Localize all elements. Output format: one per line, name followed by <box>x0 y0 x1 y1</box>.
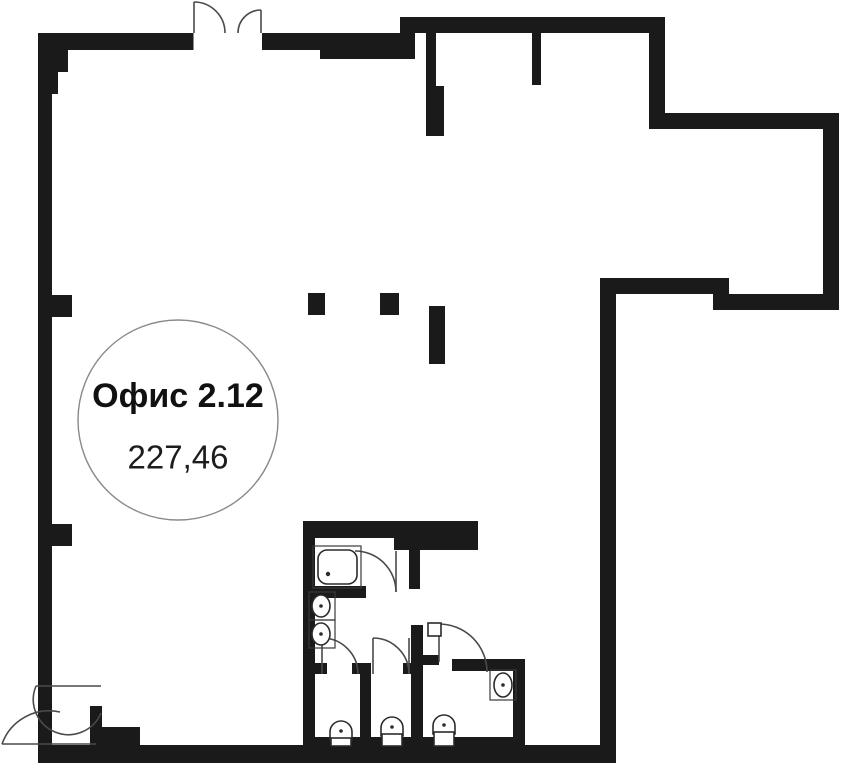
pier-left-lower <box>38 524 72 546</box>
washroom-wall-top-thick <box>394 521 409 550</box>
shower-tray-outline <box>312 545 362 589</box>
exterior-walls <box>38 17 839 763</box>
stall-divider-right-head <box>403 663 422 674</box>
accessible-wc-wall-top <box>452 659 525 671</box>
partition-stub-thick-lower <box>426 86 444 136</box>
wall-top-upper-band-right <box>400 17 665 33</box>
toilet-accessible-tank <box>433 731 455 747</box>
wall-top-far-right <box>649 113 839 129</box>
stall-divider-left-vertical <box>360 674 371 745</box>
column-middle <box>380 293 399 315</box>
wall-right-main <box>600 278 616 750</box>
unit-label-badge: Офис 2.12 227,46 <box>77 319 279 521</box>
wall-top-left <box>38 33 193 50</box>
exterior-door-bottom-upper-arc <box>32 685 102 736</box>
exterior-door-bottom-lower-arc <box>1 709 61 745</box>
entrance-door-top-left-arc <box>193 1 226 34</box>
left-wall-piers <box>38 295 72 546</box>
washbasin-upper-drain-icon <box>319 604 323 608</box>
unit-label: Офис 2.12 <box>92 377 264 415</box>
shower-room-door-arc <box>354 550 397 593</box>
washbasin-lower-drain-icon <box>319 632 323 636</box>
toilet-middle-tank <box>381 733 403 747</box>
toilet-middle-flush-icon <box>390 725 394 729</box>
wall-right-upper-jog <box>649 17 665 129</box>
washroom-spine-vertical <box>409 521 420 589</box>
unit-badge-circle <box>77 319 279 521</box>
wall-notch-bottom <box>713 294 839 310</box>
stall-divider-right-vertical <box>411 674 422 745</box>
wall-corner-step-top-left-a <box>38 50 68 72</box>
wall-corner-step-bottom-left <box>90 727 140 749</box>
wall-step-to-main-right <box>600 278 729 294</box>
toilet-left-tank <box>330 737 352 747</box>
accessible-wc-door-jamb <box>427 622 442 637</box>
entrance-door-top-right-arc <box>237 9 262 34</box>
wall-bottom <box>38 745 616 763</box>
entrance-doors-top <box>193 1 262 34</box>
top-wall-partition-stubs <box>426 33 541 136</box>
toilet-left-flush-icon <box>339 729 343 733</box>
exterior-doors-bottom-left <box>1 685 102 745</box>
wall-top-between-doors <box>193 33 194 50</box>
pier-left-upper <box>38 295 72 317</box>
unit-area: 227,46 <box>128 439 229 476</box>
accessible-wc-wall-right <box>513 659 525 745</box>
shower-tray <box>317 549 358 585</box>
washbasin-lower-counter <box>308 619 336 649</box>
stall-divider-left <box>303 663 327 674</box>
toilet-accessible-flush-icon <box>442 723 446 727</box>
wall-top-mid-step-lower <box>348 33 368 59</box>
shower-drain-icon <box>325 571 331 577</box>
column-right <box>429 306 445 364</box>
stall-divider-left-head <box>352 663 371 674</box>
stall-plinth-right <box>422 737 514 746</box>
wall-far-right <box>823 113 839 310</box>
wall-corner-step-top-left-b <box>38 72 58 94</box>
partition-stub-thin <box>532 33 541 85</box>
accessible-wc-door-arc <box>438 623 488 673</box>
interior-columns <box>308 293 445 364</box>
wall-left-main <box>38 33 52 745</box>
washroom-wall-top-run <box>303 521 409 538</box>
washroom-wall-top-right <box>416 521 478 550</box>
partition-stub-thick-upper <box>426 33 436 88</box>
wall-bottom-right <box>600 745 616 763</box>
plumbing-fixtures <box>308 545 517 747</box>
accessible-wc-jog <box>411 655 439 665</box>
wall-jamb-bottom-left <box>90 706 102 728</box>
washbasin-accessible-drain-icon <box>501 683 505 687</box>
washbasin-accessible-counter <box>489 669 517 701</box>
wall-top-mid <box>262 33 320 50</box>
column-left <box>308 293 325 315</box>
